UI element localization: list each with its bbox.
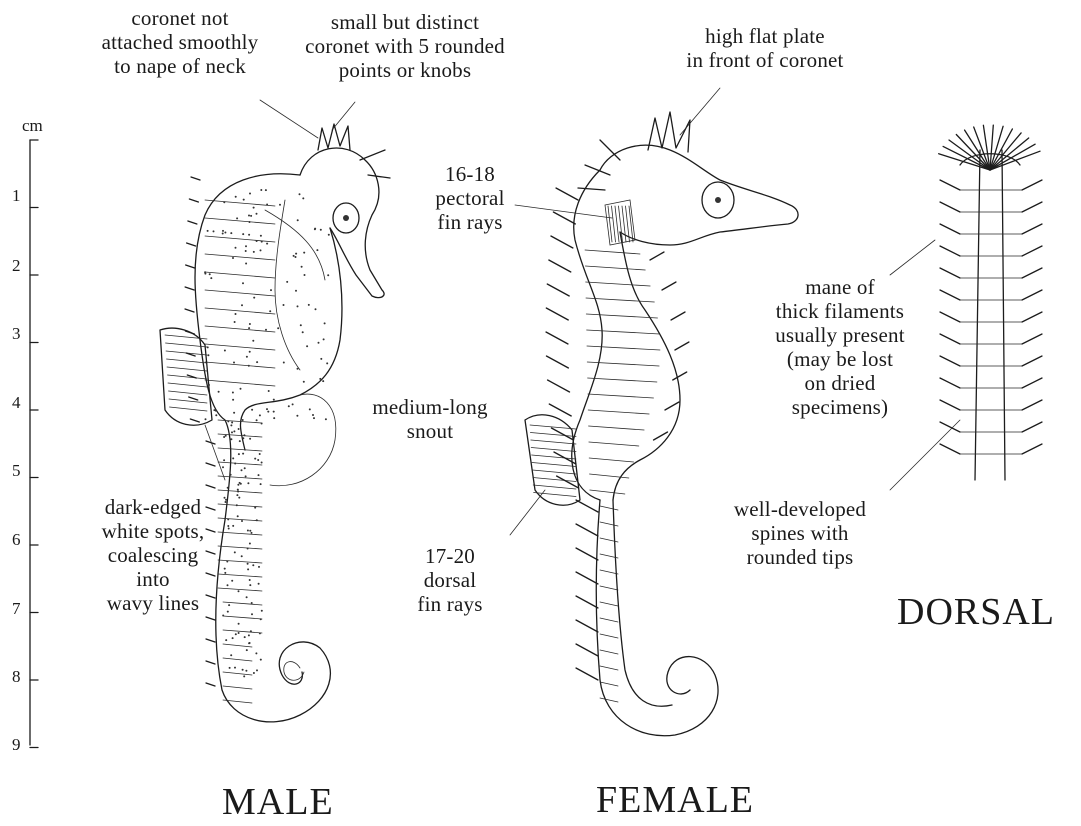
label-pectoral-fin-rays: 16-18 pectoral fin rays [415, 162, 525, 234]
caption-male: MALE [222, 782, 334, 822]
label-high-flat-plate: high flat plate in front of coronet [650, 24, 880, 72]
label-dark-edged-spots: dark-edged white spots, coalescing into … [78, 495, 228, 615]
scale-tick-label: 8 [12, 668, 21, 686]
label-medium-long-snout: medium-long snout [340, 395, 520, 443]
scale-tick-label: 5 [12, 462, 21, 480]
scale-tick-label: 3 [12, 325, 21, 343]
label-small-coronet: small but distinct coronet with 5 rounde… [255, 10, 555, 82]
scale-unit-label: cm [22, 117, 43, 135]
dorsal-view-drawing [939, 125, 1042, 480]
scale-tick-label: 7 [12, 600, 21, 618]
caption-dorsal: DORSAL [897, 592, 1055, 632]
label-well-developed-spines: well-developed spines with rounded tips [700, 497, 900, 569]
scale-tick-label: 9 [12, 736, 21, 754]
scale-tick-label: 1 [12, 187, 21, 205]
label-mane-of-filaments: mane of thick filaments usually present … [735, 275, 945, 419]
label-dorsal-fin-rays: 17-20 dorsal fin rays [400, 544, 500, 616]
scale-tick-label: 6 [12, 531, 21, 549]
scale-tick-label: 4 [12, 394, 21, 412]
caption-female: FEMALE [596, 780, 754, 820]
female-seahorse-drawing [525, 112, 798, 736]
scale-ruler [30, 140, 38, 748]
scale-tick-label: 2 [12, 257, 21, 275]
